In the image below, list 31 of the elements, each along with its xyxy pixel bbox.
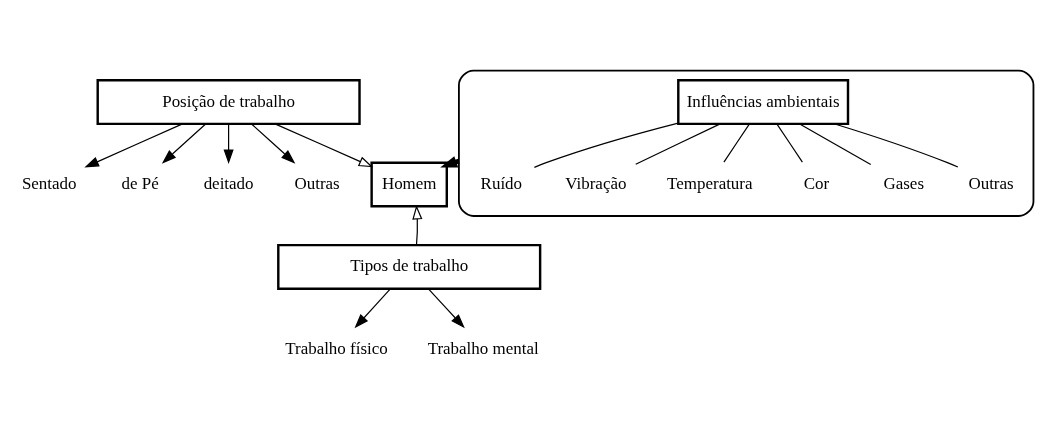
- connector: [776, 123, 803, 163]
- connector: [723, 123, 750, 163]
- arrow: [354, 288, 391, 329]
- node-box: Posição de trabalho: [96, 79, 361, 126]
- connector: [635, 123, 721, 165]
- node-text: Ruído: [480, 173, 523, 193]
- node-text: Outras: [968, 173, 1014, 193]
- connector: [834, 123, 959, 168]
- node-box: Homem: [370, 161, 448, 208]
- node-text: de Pé: [121, 173, 159, 193]
- node-text: Sentado: [21, 173, 77, 193]
- node-text: Gases: [883, 173, 925, 193]
- node-text: Trabalho mental: [427, 338, 539, 358]
- arrow: [84, 123, 183, 168]
- node-text: Cor: [803, 173, 830, 193]
- connector: [533, 122, 679, 168]
- arrow: [275, 123, 374, 168]
- arrow: [251, 123, 296, 164]
- arrow: [412, 204, 423, 246]
- arrow: [223, 123, 234, 164]
- arrow: [428, 288, 465, 329]
- connector: [799, 123, 872, 166]
- node-text: Vibração: [565, 173, 627, 193]
- node-box: Influências ambientais: [677, 79, 850, 126]
- node-text: deitado: [203, 173, 254, 193]
- cluster: [458, 69, 1035, 217]
- arrow: [161, 123, 206, 164]
- node-box: Tipos de trabalho: [277, 243, 542, 290]
- node-text: Trabalho físico: [285, 338, 388, 358]
- node-text: Outras: [294, 173, 340, 193]
- node-text: Temperatura: [667, 173, 753, 193]
